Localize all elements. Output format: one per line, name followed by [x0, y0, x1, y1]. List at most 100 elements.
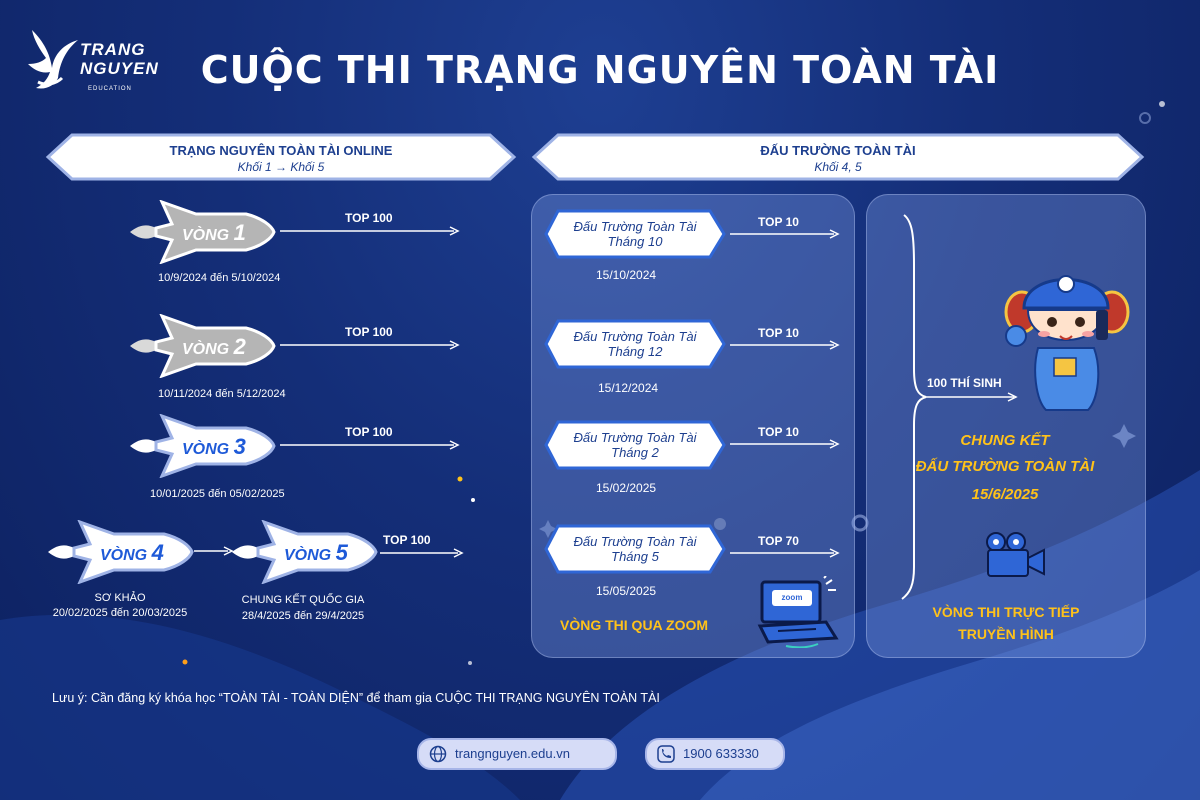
round-1-rocket: VÒNG 1 [126, 200, 276, 264]
arena-4-date: 15/05/2025 [596, 584, 657, 598]
tag-shape [544, 319, 726, 369]
rocket-label: VÒNG 3 [182, 434, 246, 460]
arrow [280, 340, 460, 350]
arena-2-result: TOP 10 [758, 326, 799, 340]
round-5-caption: CHUNG KẾT QUỐC GIA [241, 594, 365, 606]
round-number: 1 [233, 220, 246, 245]
round-4-dates: 20/02/2025 đến 20/03/2025 [52, 607, 188, 619]
round-number: 4 [151, 540, 164, 565]
zoom-badge: zoom [772, 590, 812, 606]
bracket [901, 214, 1018, 600]
round-5-dates: 28/4/2025 đến 29/4/2025 [241, 610, 365, 622]
rocket-label: VÒNG 4 [100, 540, 164, 566]
arena-tag-2: Đấu Trường Toàn Tài Tháng 12 [544, 319, 728, 369]
logo-sub: EDUCATION [88, 86, 132, 92]
rocket-label: VÒNG 1 [182, 220, 246, 246]
arrow [280, 440, 460, 450]
zoom-laptop-icon: zoom [756, 576, 840, 648]
tag-line2: Tháng 5 [611, 549, 659, 564]
round-1-dates: 10/9/2024 đến 5/10/2024 [158, 272, 281, 284]
round-4-caption: SƠ KHẢO [94, 592, 146, 604]
note: Lưu ý: Cần đăng ký khóa học “TOÀN TÀI - … [52, 691, 660, 705]
final-line2: ĐẤU TRƯỜNG TOÀN TÀI [915, 458, 1095, 475]
round-3-dates: 10/01/2025 đến 05/02/2025 [150, 488, 285, 500]
tag-shape [544, 524, 726, 574]
final-date: 15/6/2025 [971, 486, 1039, 503]
arena-4-result: TOP 70 [758, 534, 799, 548]
rocket-label: VÒNG 5 [284, 540, 348, 566]
arena-2-date: 15/12/2024 [598, 381, 659, 395]
round-word: VÒNG [100, 547, 148, 564]
laptop-shape [757, 576, 839, 648]
round-2-result: TOP 100 [345, 325, 393, 339]
phone-pill[interactable]: 1900 633330 [645, 738, 785, 770]
arena-3-date: 15/02/2025 [596, 481, 657, 495]
logo-line1: TRANG [80, 40, 146, 59]
banner-shape [45, 133, 517, 181]
round-5-rocket: VÒNG 5 [228, 520, 378, 584]
left-banner-title: TRẠNG NGUYÊN TOÀN TÀI ONLINE [169, 143, 393, 158]
zoom-caption: VÒNG THI QUA ZOOM [560, 617, 709, 633]
final-line1: CHUNG KẾT [960, 432, 1050, 449]
tag-line2: Tháng 2 [611, 445, 659, 460]
round-word: VÒNG [284, 547, 332, 564]
left-banner-subtitle: Khối 1 → Khối 5 [237, 160, 325, 174]
tag-line1: Đấu Trường Toàn Tài [573, 430, 697, 445]
right-banner-subtitle: Khối 4, 5 [814, 160, 862, 174]
round-word: VÒNG [182, 341, 230, 358]
arena-tag-1: Đấu Trường Toàn Tài Tháng 10 [544, 209, 728, 259]
round-word: VÒNG [182, 441, 230, 458]
arena-tag-4: Đấu Trường Toàn Tài Tháng 5 [544, 524, 728, 574]
right-banner: ĐẤU TRƯỜNG TOÀN TÀI Khối 4, 5 [530, 132, 1146, 182]
round-1-result: TOP 100 [345, 211, 393, 225]
round-3-rocket: VÒNG 3 [126, 414, 276, 478]
arena-1-date: 15/10/2024 [596, 268, 657, 282]
logo-line2: NGUYEN [80, 59, 159, 78]
arrow [194, 546, 234, 556]
rocket-label: VÒNG 2 [182, 334, 246, 360]
page-title: CUỘC THI TRẠNG NGUYÊN TOÀN TÀI [200, 48, 1000, 92]
phone-text: 1900 633330 [683, 746, 759, 761]
brand-logo: TRANG NGUYEN EDUCATION [24, 24, 174, 102]
mascot-shape [1004, 275, 1130, 411]
website-pill[interactable]: trangnguyen.edu.vn [417, 738, 617, 770]
tag-line1: Đấu Trường Toàn Tài [573, 534, 697, 549]
arrow [730, 439, 840, 449]
arrow [280, 226, 460, 236]
rocket-icon [130, 314, 276, 378]
arrow [380, 548, 464, 558]
arena-tag-3: Đấu Trường Toàn Tài Tháng 2 [544, 420, 728, 470]
film-camera-icon [986, 532, 1045, 577]
tag-line1: Đấu Trường Toàn Tài [573, 219, 697, 234]
tag-shape [544, 209, 726, 259]
logo-bird-icon [28, 30, 78, 89]
arena-1-result: TOP 10 [758, 215, 799, 229]
logo-text: TRANG NGUYEN [80, 40, 159, 78]
banner-shape [531, 133, 1145, 181]
round-2-rocket: VÒNG 2 [126, 314, 276, 378]
tag-line1: Đấu Trường Toàn Tài [573, 329, 697, 344]
round-word: VÒNG [182, 227, 230, 244]
round-3-result: TOP 100 [345, 425, 393, 439]
round-number: 3 [233, 434, 246, 459]
rocket-icon [232, 520, 378, 584]
rocket-icon [130, 414, 276, 478]
website-text: trangnguyen.edu.vn [455, 746, 570, 761]
tag-line2: Tháng 10 [607, 234, 663, 249]
rocket-icon [130, 200, 276, 264]
round-5-result: TOP 100 [383, 533, 431, 547]
tag-line2: Tháng 12 [607, 344, 663, 359]
round-4-rocket: VÒNG 4 [44, 520, 194, 584]
arena-3-result: TOP 10 [758, 425, 799, 439]
mascot-icon [996, 250, 1136, 415]
arrow [730, 340, 840, 350]
rocket-icon [48, 520, 194, 584]
right-banner-title: ĐẤU TRƯỜNG TOÀN TÀI [760, 143, 916, 158]
round-2-dates: 10/11/2024 đến 5/12/2024 [158, 388, 286, 400]
broadcast-line2: TRUYỀN HÌNH [958, 626, 1054, 642]
tag-shape [544, 420, 726, 470]
arrow [730, 229, 840, 239]
broadcast-line1: VÒNG THI TRỰC TIẾP [932, 604, 1080, 620]
phone-icon [657, 745, 675, 763]
